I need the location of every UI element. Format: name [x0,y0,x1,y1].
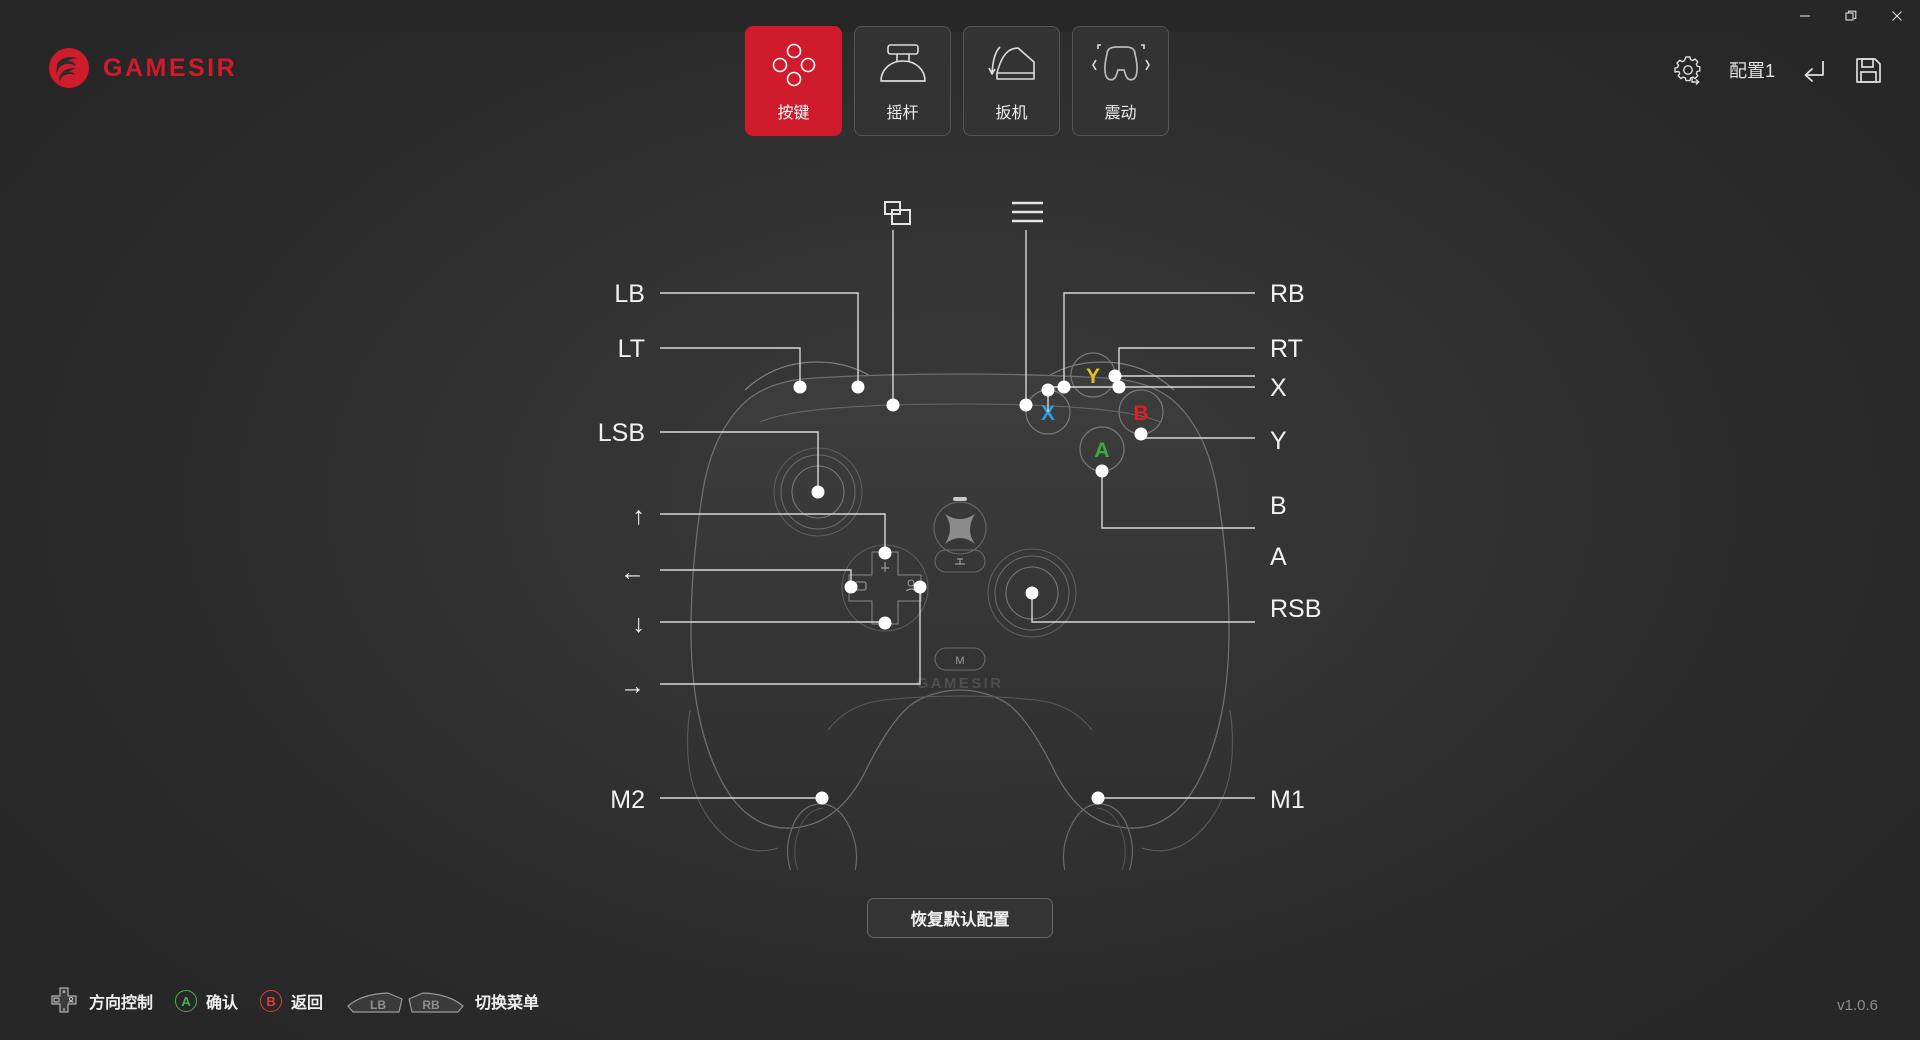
label-x[interactable]: X [1270,374,1287,402]
restore-defaults-button[interactable]: 恢复默认配置 [867,898,1053,938]
controller-svg: M GAMESIR [598,201,1321,870]
app-version: v1.0.6 [1837,997,1878,1014]
label-dpad-down[interactable]: ↓ [633,610,646,638]
dpad-icon [51,987,77,1013]
hint-back: B 返回 [260,989,323,1013]
tab-vibration-label: 震动 [1104,105,1137,122]
dot-lt[interactable] [793,380,807,394]
close-button[interactable] [1874,0,1920,32]
brand-logo: GAMESIR [48,47,237,89]
lb-bumper-icon: LB [347,992,403,1013]
dot-m2[interactable] [815,791,829,805]
save-icon[interactable] [1855,57,1882,84]
hint-confirm-label: 确认 [206,995,239,1012]
hint-confirm: A 确认 [175,989,238,1013]
label-m2[interactable]: M2 [610,786,645,814]
view-icon[interactable] [884,201,911,225]
dot-y[interactable] [1108,369,1122,383]
lb-bumper-label: LB [370,998,386,1012]
controller-body [686,361,1234,852]
tab-vibration[interactable]: 震动 [1072,26,1169,136]
connection-dots [793,369,1148,805]
label-dpad-up[interactable]: ↑ [633,502,646,530]
share-button[interactable] [934,549,986,573]
label-y[interactable]: Y [1270,427,1287,455]
controller-diagram: M GAMESIR [0,150,1920,870]
tab-trigger-label: 扳机 [995,105,1028,122]
label-m1[interactable]: M1 [1270,786,1305,814]
mode-button-label: M [955,655,964,667]
dot-rb[interactable] [1057,380,1071,394]
dot-x[interactable] [1041,383,1055,397]
dot-a[interactable] [1095,464,1109,478]
label-lt[interactable]: LT [618,335,645,363]
title-bar [0,0,1920,32]
face-button-x-label: X [1041,402,1055,425]
mode-tabs: 按键 摇杆 扳机 [745,26,1169,136]
dot-menu[interactable] [1019,398,1033,412]
restore-button[interactable] [1828,0,1874,32]
dot-dpad-down[interactable] [878,616,892,630]
right-stick[interactable] [987,548,1077,638]
dot-dpad-left[interactable] [844,580,858,594]
label-rsb[interactable]: RSB [1270,595,1321,623]
label-dpad-right[interactable]: → [620,672,645,700]
dot-lsb[interactable] [811,485,825,499]
profile-name[interactable]: 配置1 [1728,61,1775,81]
paddle-left[interactable] [787,803,858,870]
label-rb[interactable]: RB [1270,280,1305,308]
gamesir-mark-icon [49,48,89,88]
tab-buttons-label: 按键 [777,105,810,122]
hint-back-label: 返回 [291,995,324,1012]
dot-lb[interactable] [851,380,865,394]
undo-icon[interactable] [1801,57,1829,83]
rb-bumper-icon: RB [408,992,464,1013]
left-label-column: LB LT LSB ↑ ← ↓ → M2 [598,280,645,814]
mode-button[interactable]: M [934,647,986,671]
joystick-icon [876,39,930,91]
dot-dpad-up[interactable] [878,546,892,560]
tab-buttons[interactable]: 按键 [745,26,842,136]
trigger-icon [984,39,1040,91]
guide-button[interactable] [933,497,987,555]
toolbar: 配置1 [1673,55,1882,85]
label-lb[interactable]: LB [614,280,645,308]
dot-view[interactable] [886,398,900,412]
dot-dpad-right[interactable] [913,580,927,594]
label-rt[interactable]: RT [1270,335,1303,363]
minimize-button[interactable] [1782,0,1828,32]
label-b[interactable]: B [1270,492,1287,520]
vibration-icon [1090,39,1152,91]
a-button-icon: A [175,990,198,1012]
right-label-column: RB RT X Y B A RSB M1 [1270,280,1321,814]
gear-icon[interactable] [1673,55,1703,85]
label-a[interactable]: A [1270,543,1287,571]
dot-m1[interactable] [1091,791,1105,805]
buttons-icon [769,39,819,91]
face-button-a-label: A [1094,439,1109,462]
hint-switch-menu: LB RB 切换菜单 [345,986,539,1016]
brand-name: GAMESIR [103,53,238,82]
label-dpad-left[interactable]: ← [620,558,645,586]
dot-rt[interactable] [1112,380,1126,394]
controller-brand-text: GAMESIR [917,675,1004,692]
rb-bumper-label: RB [422,998,440,1012]
menu-icon[interactable] [1012,201,1043,223]
face-button-y-label: Y [1086,365,1100,388]
hint-switch-menu-label: 切换菜单 [475,995,540,1012]
tab-trigger[interactable]: 扳机 [963,26,1060,136]
tab-joystick-label: 摇杆 [886,105,919,122]
dot-rsb[interactable] [1025,586,1039,600]
face-button-b-label: B [1133,402,1148,425]
dot-b[interactable] [1134,427,1148,441]
paddle-right[interactable] [1062,803,1133,870]
tab-joystick[interactable]: 摇杆 [854,26,951,136]
hint-dpad: 方向控制 [48,986,153,1016]
b-button-icon: B [260,990,283,1012]
label-lsb[interactable]: LSB [598,419,645,447]
footer-hints: 方向控制 A 确认 B 返回 LB RB 切换菜单 [48,986,539,1016]
hint-dpad-label: 方向控制 [89,995,154,1012]
